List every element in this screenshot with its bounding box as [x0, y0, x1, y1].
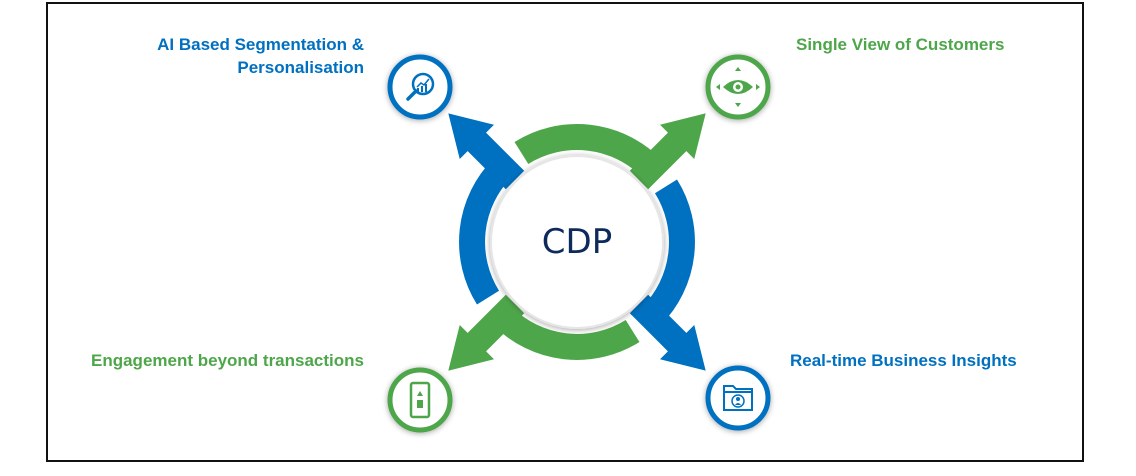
- diagram-frame: [46, 2, 1084, 462]
- label-engagement: Engagement beyond transactions: [91, 351, 364, 370]
- label-line: Personalisation: [237, 58, 364, 77]
- label-single-view: Single View of Customers: [796, 35, 1005, 54]
- folder-user-icon: [705, 365, 771, 431]
- center-label: CDP: [541, 222, 613, 262]
- label-line: AI Based Segmentation &: [157, 35, 364, 54]
- mobile-phone-icon: [387, 367, 453, 433]
- eye-arrows-icon: [705, 54, 771, 120]
- magnifier-chart-icon: [387, 54, 453, 120]
- center-circle: [490, 155, 664, 329]
- label-ai-segmentation: AI Based Segmentation & Personalisation: [157, 33, 364, 79]
- label-realtime-insights: Real-time Business Insights: [790, 351, 1017, 370]
